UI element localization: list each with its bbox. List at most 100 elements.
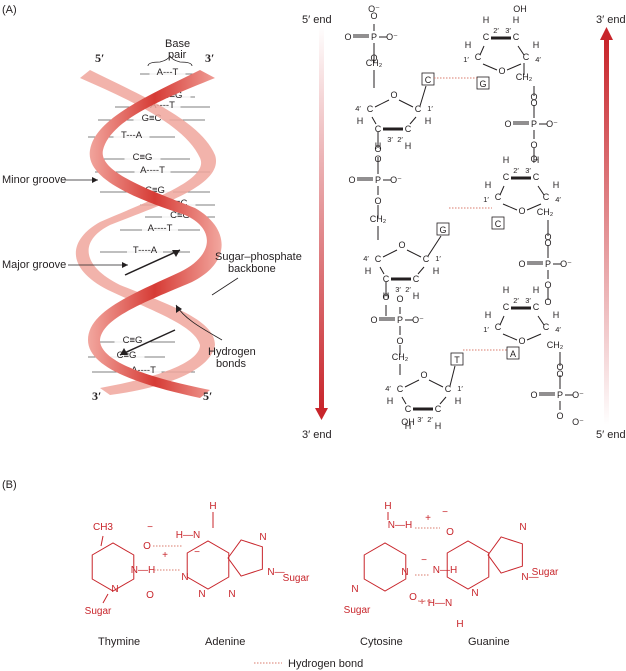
oxygen: O⁻ bbox=[390, 175, 402, 185]
atom-label: C bbox=[513, 32, 520, 42]
atom-label: C bbox=[533, 172, 540, 182]
bond bbox=[506, 63, 522, 71]
nitrogen: N— bbox=[267, 567, 284, 578]
base-letter: G bbox=[439, 225, 446, 235]
atom-label: H bbox=[553, 180, 560, 190]
atom-label: H bbox=[387, 396, 394, 406]
atom-label: O bbox=[530, 154, 537, 164]
bond bbox=[417, 266, 425, 275]
atom-label: C bbox=[523, 52, 530, 62]
base-letter: A bbox=[510, 349, 516, 359]
atom-label: 4′ bbox=[363, 254, 369, 263]
nitrogen: N bbox=[351, 584, 358, 595]
atom-label: 3′ bbox=[417, 415, 423, 424]
ch2: CH₂ bbox=[392, 352, 409, 362]
helix-base-pair: C≡G bbox=[133, 152, 153, 163]
base-letter: T bbox=[454, 355, 460, 365]
nitrogen: N bbox=[198, 589, 205, 600]
base-pair-bracket bbox=[147, 55, 193, 67]
helix-rung-bg bbox=[114, 334, 151, 345]
bond bbox=[502, 333, 518, 341]
atom-label: 3′ bbox=[395, 285, 401, 294]
atom-label: H bbox=[405, 141, 412, 151]
ring-oxygen: O bbox=[398, 240, 405, 250]
helix-ribbon-back bbox=[75, 70, 217, 395]
sugar-label: Sugar bbox=[85, 606, 112, 617]
atom-label: O bbox=[382, 292, 389, 302]
atom-label: C bbox=[495, 192, 502, 202]
amine: N—H bbox=[388, 520, 412, 531]
atom-label: 2′ bbox=[397, 135, 403, 144]
atom-label: H bbox=[413, 291, 420, 301]
atom-label: C bbox=[543, 192, 550, 202]
atom-label: 3′ bbox=[525, 296, 531, 305]
oh: OH bbox=[513, 4, 527, 14]
helix-rung-bg bbox=[113, 129, 150, 140]
bond bbox=[427, 235, 442, 257]
base-box bbox=[436, 222, 450, 236]
bond bbox=[502, 203, 518, 211]
amine: H—N bbox=[428, 598, 452, 609]
oxygen: O bbox=[374, 154, 381, 164]
helix-base-pair: T----A bbox=[133, 245, 158, 256]
cytosine-label: Cytosine bbox=[360, 636, 403, 648]
atom-label: H bbox=[533, 40, 540, 50]
atom-label: H bbox=[455, 396, 462, 406]
helix-rung-bg bbox=[124, 151, 161, 162]
ring bbox=[91, 542, 135, 592]
ring-oxygen: O bbox=[518, 336, 525, 346]
amine: H—N bbox=[176, 530, 200, 541]
strand-direction-arrow-right bbox=[604, 40, 609, 425]
ch2: CH₂ bbox=[537, 207, 554, 217]
double-helix: A---TC≡GA----TG≡CT---AC≡GA----TC≡GG≡CC≡G… bbox=[2, 38, 302, 403]
oxygen: O⁻ bbox=[546, 119, 558, 129]
atom-label: C bbox=[483, 32, 490, 42]
atom-label: O bbox=[544, 232, 551, 242]
atom-label: C bbox=[413, 274, 420, 284]
helix-bottom-left-3: 3′ bbox=[92, 389, 101, 403]
atom-label: 4′ bbox=[555, 325, 561, 334]
helix-top-left-5: 5′ bbox=[95, 51, 104, 65]
helix-base-pair: C≡G bbox=[145, 185, 165, 196]
helix-top-right-3: 3′ bbox=[205, 51, 214, 65]
atom-label: 4′ bbox=[535, 55, 541, 64]
helix-base-pair: C≡G bbox=[170, 210, 190, 221]
charge: + bbox=[425, 513, 431, 524]
charge: + bbox=[419, 597, 425, 608]
hydrogen-bond-legend-label: Hydrogen bond bbox=[288, 658, 363, 670]
atom-label: H bbox=[357, 116, 364, 126]
hydrogen: H bbox=[456, 619, 463, 630]
oxygen: O bbox=[348, 175, 355, 185]
atom-label: H bbox=[513, 15, 520, 25]
oxygen: O bbox=[143, 541, 151, 552]
backbone-pointer bbox=[211, 277, 239, 296]
atom-label: 1′ bbox=[427, 104, 433, 113]
atom-label: C bbox=[543, 322, 550, 332]
oxygen: O bbox=[409, 592, 417, 603]
base-box bbox=[506, 346, 520, 360]
atom-label: H bbox=[425, 116, 432, 126]
minor-groove-label: Minor groove bbox=[2, 174, 66, 186]
phosphorus: P bbox=[531, 119, 537, 129]
phosphorus: P bbox=[545, 259, 551, 269]
atom-label: O bbox=[556, 362, 563, 372]
atom-label: C bbox=[367, 104, 374, 114]
atom-label: C bbox=[435, 404, 442, 414]
oxygen: O⁻ bbox=[572, 417, 584, 427]
bond bbox=[482, 63, 498, 71]
helix-base-pair: G≡C bbox=[142, 113, 162, 124]
charge: − bbox=[194, 547, 200, 558]
atom-label: 1′ bbox=[483, 325, 489, 334]
ring bbox=[227, 539, 263, 577]
atom-label: H bbox=[533, 155, 540, 165]
oxygen: O⁻ bbox=[572, 390, 584, 400]
atom-label: 4′ bbox=[355, 104, 361, 113]
oxygen: O bbox=[446, 527, 454, 538]
atom-label: C bbox=[503, 172, 510, 182]
atom-label: O bbox=[544, 297, 551, 307]
base-box bbox=[450, 352, 464, 366]
helix-base-pair: T---A bbox=[121, 130, 143, 141]
atom-label: H bbox=[405, 421, 412, 431]
right-3-end-label: 3′ end bbox=[596, 14, 626, 26]
